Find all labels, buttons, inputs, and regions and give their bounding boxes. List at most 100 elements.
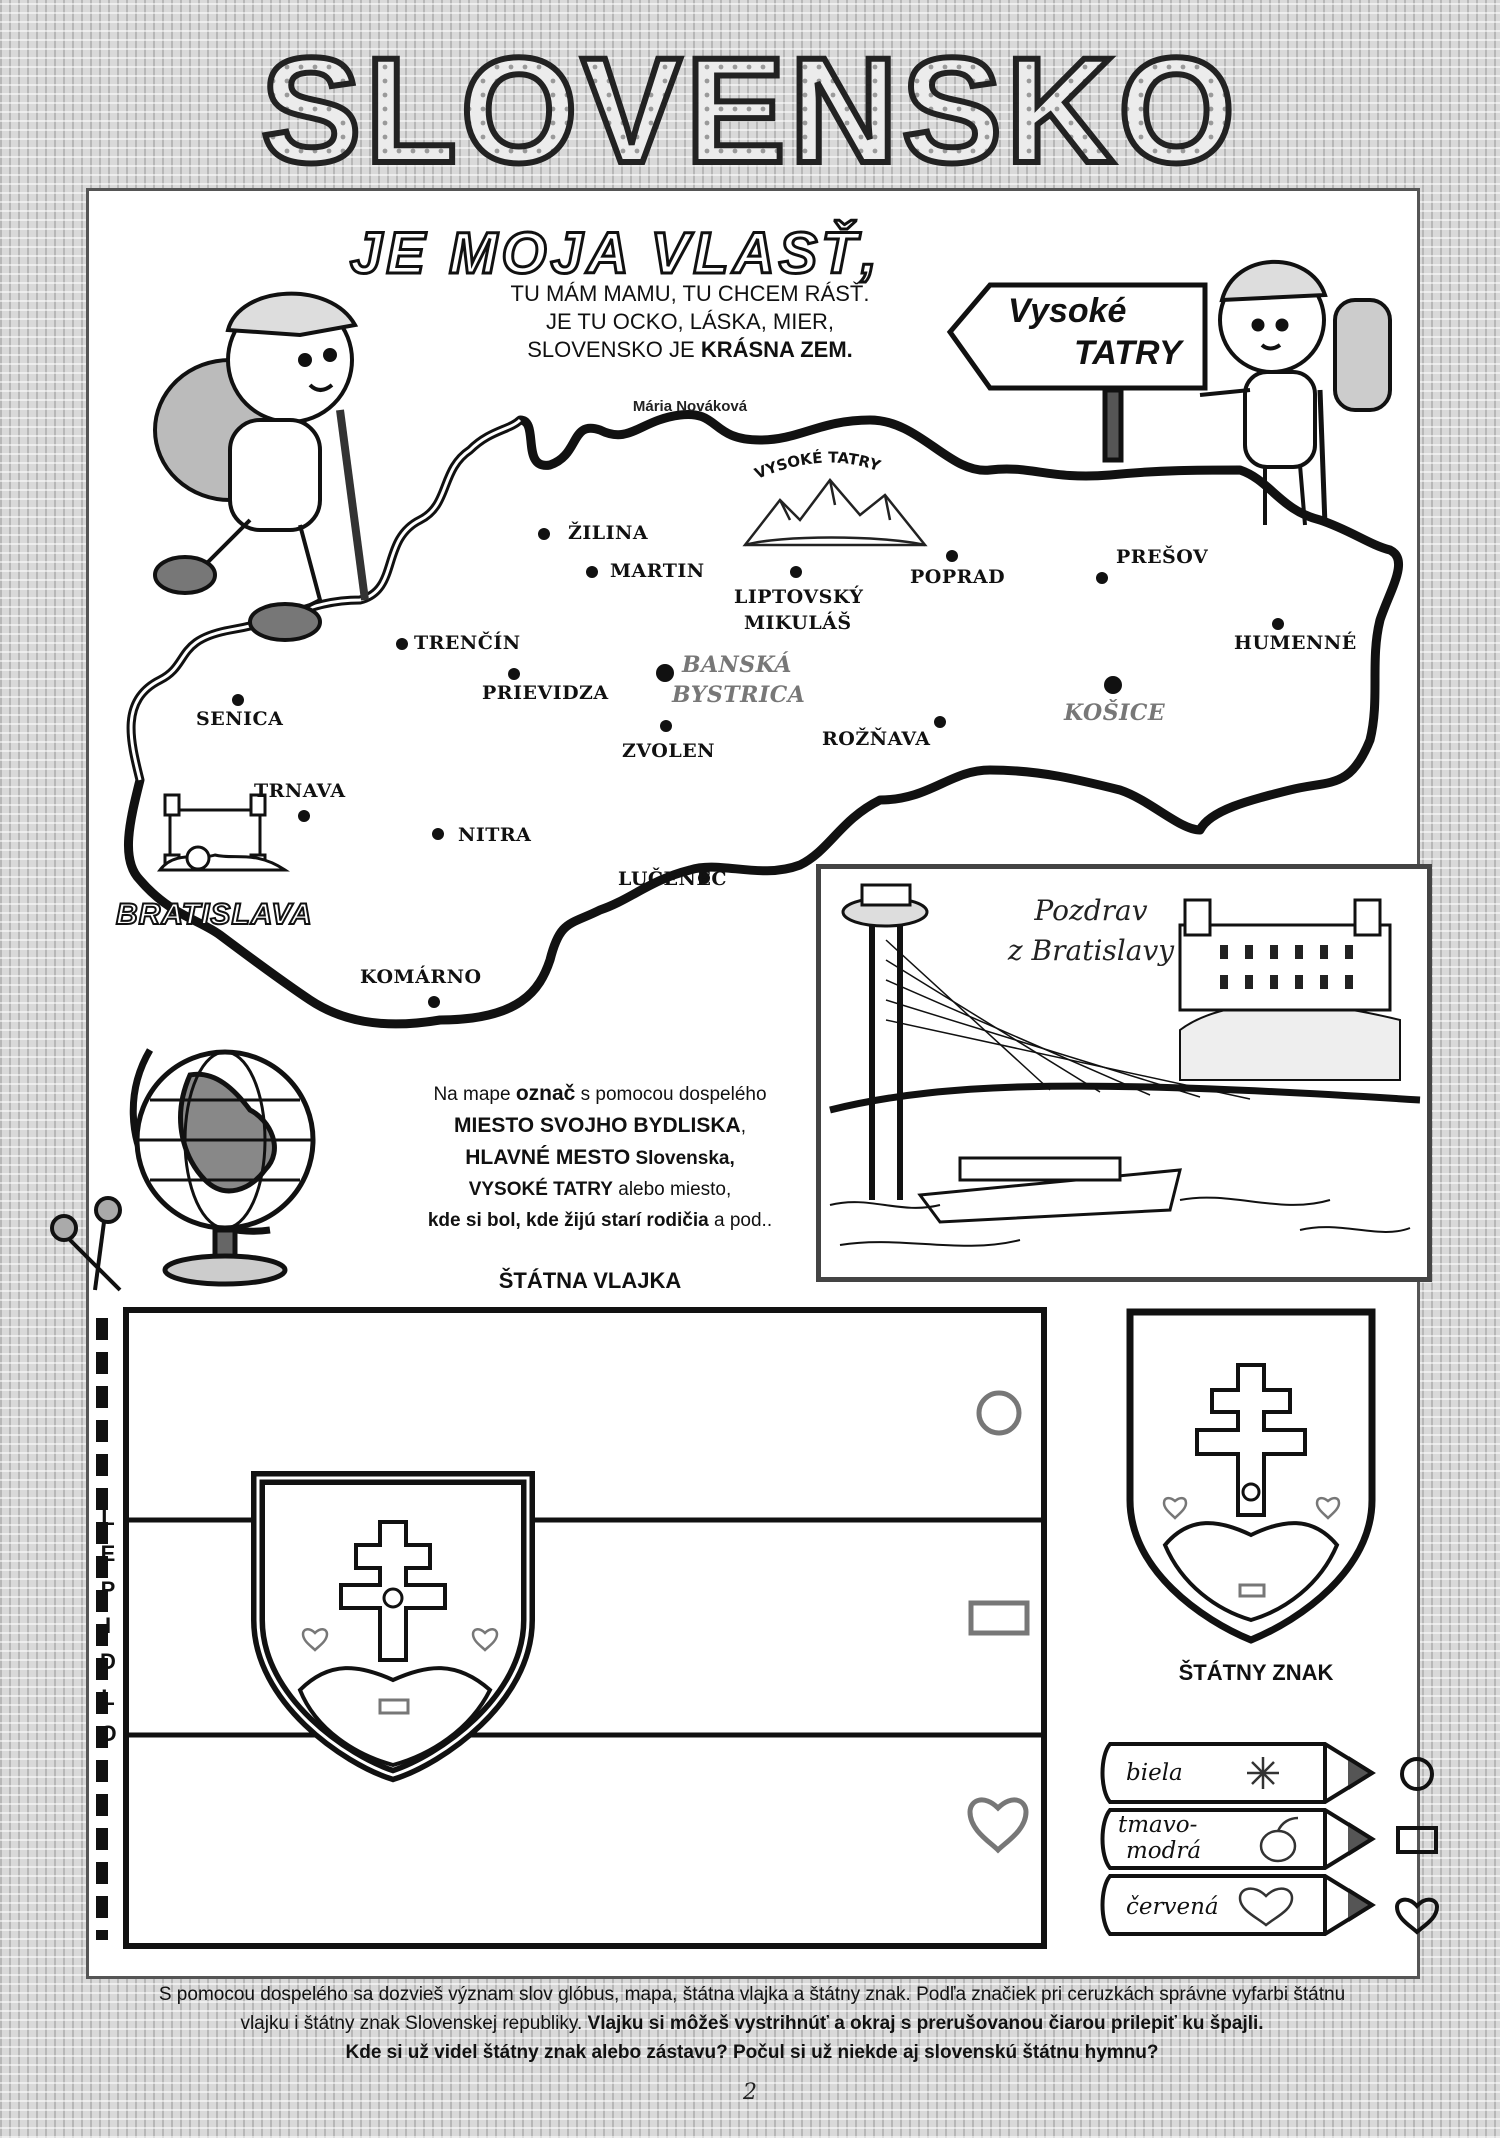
city-dot[interactable]	[298, 810, 310, 822]
instruction-comma: ,	[740, 1116, 746, 1137]
glue-letter: D	[100, 1649, 116, 1674]
glue-letter: L	[101, 1685, 115, 1710]
bratislava-banner: BRATISLAVA	[112, 886, 342, 942]
instruction-bold: Slovenska,	[630, 1148, 735, 1169]
instruction-bold: označ	[515, 1082, 576, 1105]
city-label-zilina: ŽILINA	[568, 522, 649, 544]
page-number: 2	[743, 2080, 757, 2105]
poem-title-text: JE MOJA VLASŤ,	[350, 221, 881, 286]
instruction-bold: kde si bol, kde žijú starí rodičia	[427, 1210, 709, 1231]
hiker-boy-illustration	[1199, 259, 1392, 526]
legend-circle-symbol	[1400, 1757, 1434, 1791]
instruction-line: Na mape označ s pomocou dospelého	[380, 1078, 820, 1110]
tatra-mountains-drawing	[742, 478, 928, 547]
city-dot[interactable]	[1096, 572, 1108, 584]
legend-rectangle-symbol	[1396, 1826, 1438, 1854]
glue-letter: I	[104, 1613, 112, 1638]
crayon-legend	[1100, 1742, 1376, 1936]
legend-label-white: biela	[1126, 1760, 1183, 1786]
city-dot[interactable]	[934, 716, 946, 728]
footer-text: vlajku i štátny znak Slovenskej republik…	[240, 2013, 588, 2034]
city-label-lucenec: LUČENEC	[618, 868, 727, 890]
city-dot[interactable]	[428, 996, 440, 1008]
poem-verse: TU MÁM MAMU, TU CHCEM RÁSŤ. JE TU OCKO, …	[440, 280, 940, 364]
instruction-bold: HLAVNÉ MESTO	[465, 1146, 631, 1169]
city-label-banska: BANSKÁ	[682, 652, 792, 678]
instruction-text: Na mape	[433, 1084, 516, 1105]
city-dot[interactable]	[1104, 676, 1122, 694]
city-label-bystrica: BYSTRICA	[672, 682, 806, 708]
glue-letter: E	[100, 1541, 116, 1566]
city-label-komarno: KOMÁRNO	[360, 966, 482, 988]
flag-heading: ŠTÁTNA VLAJKA	[498, 1268, 682, 1293]
instruction-text: s pomocou dospelého	[575, 1084, 767, 1105]
city-dot[interactable]	[698, 872, 710, 884]
white-circle-symbol	[976, 1390, 1022, 1436]
footer-bold: Vlajku si môžeš vystrihnúť a okraj s pre…	[587, 2013, 1264, 2034]
city-label-liptovsky: LIPTOVSKÝ	[734, 586, 864, 608]
city-label-trnava: TRNAVA	[254, 780, 346, 802]
instruction-text: a pod..	[708, 1210, 773, 1231]
map-instructions: Na mape označ s pomocou dospelého MIESTO…	[380, 1078, 820, 1236]
legend-heart-symbol	[1394, 1897, 1440, 1935]
city-dot[interactable]	[660, 720, 672, 732]
poem-line: SLOVENSKO JE KRÁSNA ZEM.	[440, 336, 940, 364]
globe-illustration	[129, 1048, 316, 1287]
city-label-nitra: NITRA	[458, 824, 532, 846]
city-label-senica: SENICA	[196, 708, 284, 730]
city-dot[interactable]	[586, 566, 598, 578]
coat-of-arms-label: ŠTÁTNY ZNAK	[1178, 1660, 1334, 1685]
footer-line: S pomocou dospelého sa dozvieš význam sl…	[158, 1984, 1346, 2005]
signpost-line-1: Vysoké	[1008, 292, 1127, 330]
legend-label-blue-1: tmavo-	[1118, 1812, 1198, 1838]
poem-line-bold: KRÁSNA ZEM.	[700, 337, 853, 362]
glue-letter: L	[101, 1505, 115, 1530]
city-dot[interactable]	[508, 668, 520, 680]
instruction-line: VYSOKÉ TATRY alebo miesto,	[380, 1174, 820, 1205]
city-dot[interactable]	[656, 664, 674, 682]
city-label-martin: MARTIN	[610, 560, 705, 582]
city-dot[interactable]	[396, 638, 408, 650]
heart-drawing-icon	[1238, 1887, 1294, 1927]
footer-bold: Kde si už videl štátny znak alebo zástav…	[345, 2042, 1159, 2063]
city-label-humenne: HUMENNÉ	[1234, 632, 1357, 654]
instruction-line: HLAVNÉ MESTO Slovenska,	[380, 1142, 820, 1174]
city-label-roznava: ROŽŇAVA	[822, 728, 931, 750]
footer-instructions: S pomocou dospelého sa dozvieš význam sl…	[112, 1980, 1392, 2067]
city-dot[interactable]	[432, 828, 444, 840]
footer-line: vlajku i štátny znak Slovenskej republik…	[112, 2009, 1392, 2038]
city-dot[interactable]	[232, 694, 244, 706]
poem-line: TU MÁM MAMU, TU CHCEM RÁSŤ.	[510, 281, 870, 306]
instruction-line: MIESTO SVOJHO BYDLISKA,	[380, 1110, 820, 1142]
glue-letter: P	[100, 1577, 116, 1602]
scissors-icon	[50, 1196, 122, 1292]
city-label-trencin: TRENČÍN	[414, 632, 521, 654]
postcard-frame: Pozdrav z Bratislavy	[816, 864, 1432, 1282]
legend-label-blue-2: modrá	[1126, 1838, 1202, 1864]
city-label-kosice: KOŠICE	[1064, 700, 1166, 726]
city-dot[interactable]	[1272, 618, 1284, 630]
page-title: SLOVENSKO	[0, 32, 1500, 202]
poem-line: JE TU OCKO, LÁSKA, MIER,	[545, 309, 835, 334]
city-dot[interactable]	[790, 566, 802, 578]
city-label-mikulas: MIKULÁŠ	[744, 612, 852, 634]
page-title-text: SLOVENSKO	[261, 32, 1239, 194]
poem-title: JE MOJA VLASŤ,	[340, 215, 980, 290]
coat-of-arms-on-flag	[251, 1471, 535, 1783]
red-heart-symbol	[967, 1797, 1029, 1854]
glue-letter: O	[99, 1721, 117, 1746]
city-label-poprad: POPRAD	[910, 566, 1006, 588]
instruction-text: alebo miesto,	[612, 1179, 732, 1200]
city-dot[interactable]	[538, 528, 550, 540]
city-dot[interactable]	[946, 550, 958, 562]
instruction-line: kde si bol, kde žijú starí rodičia a pod…	[380, 1205, 820, 1236]
city-label-zvolen: ZVOLEN	[622, 740, 716, 762]
bratislava-castle-small	[156, 793, 290, 872]
city-label-presov: PREŠOV	[1116, 546, 1209, 568]
signpost-line-2: TATRY	[1074, 334, 1182, 372]
hiker-girl-illustration	[153, 291, 369, 642]
poem-author: Mária Nováková	[632, 398, 748, 415]
snowflake-icon	[1247, 1757, 1279, 1789]
postcard-title: Pozdrav z Bratislavy	[991, 891, 1191, 971]
state-coat-of-arms	[1126, 1308, 1376, 1644]
